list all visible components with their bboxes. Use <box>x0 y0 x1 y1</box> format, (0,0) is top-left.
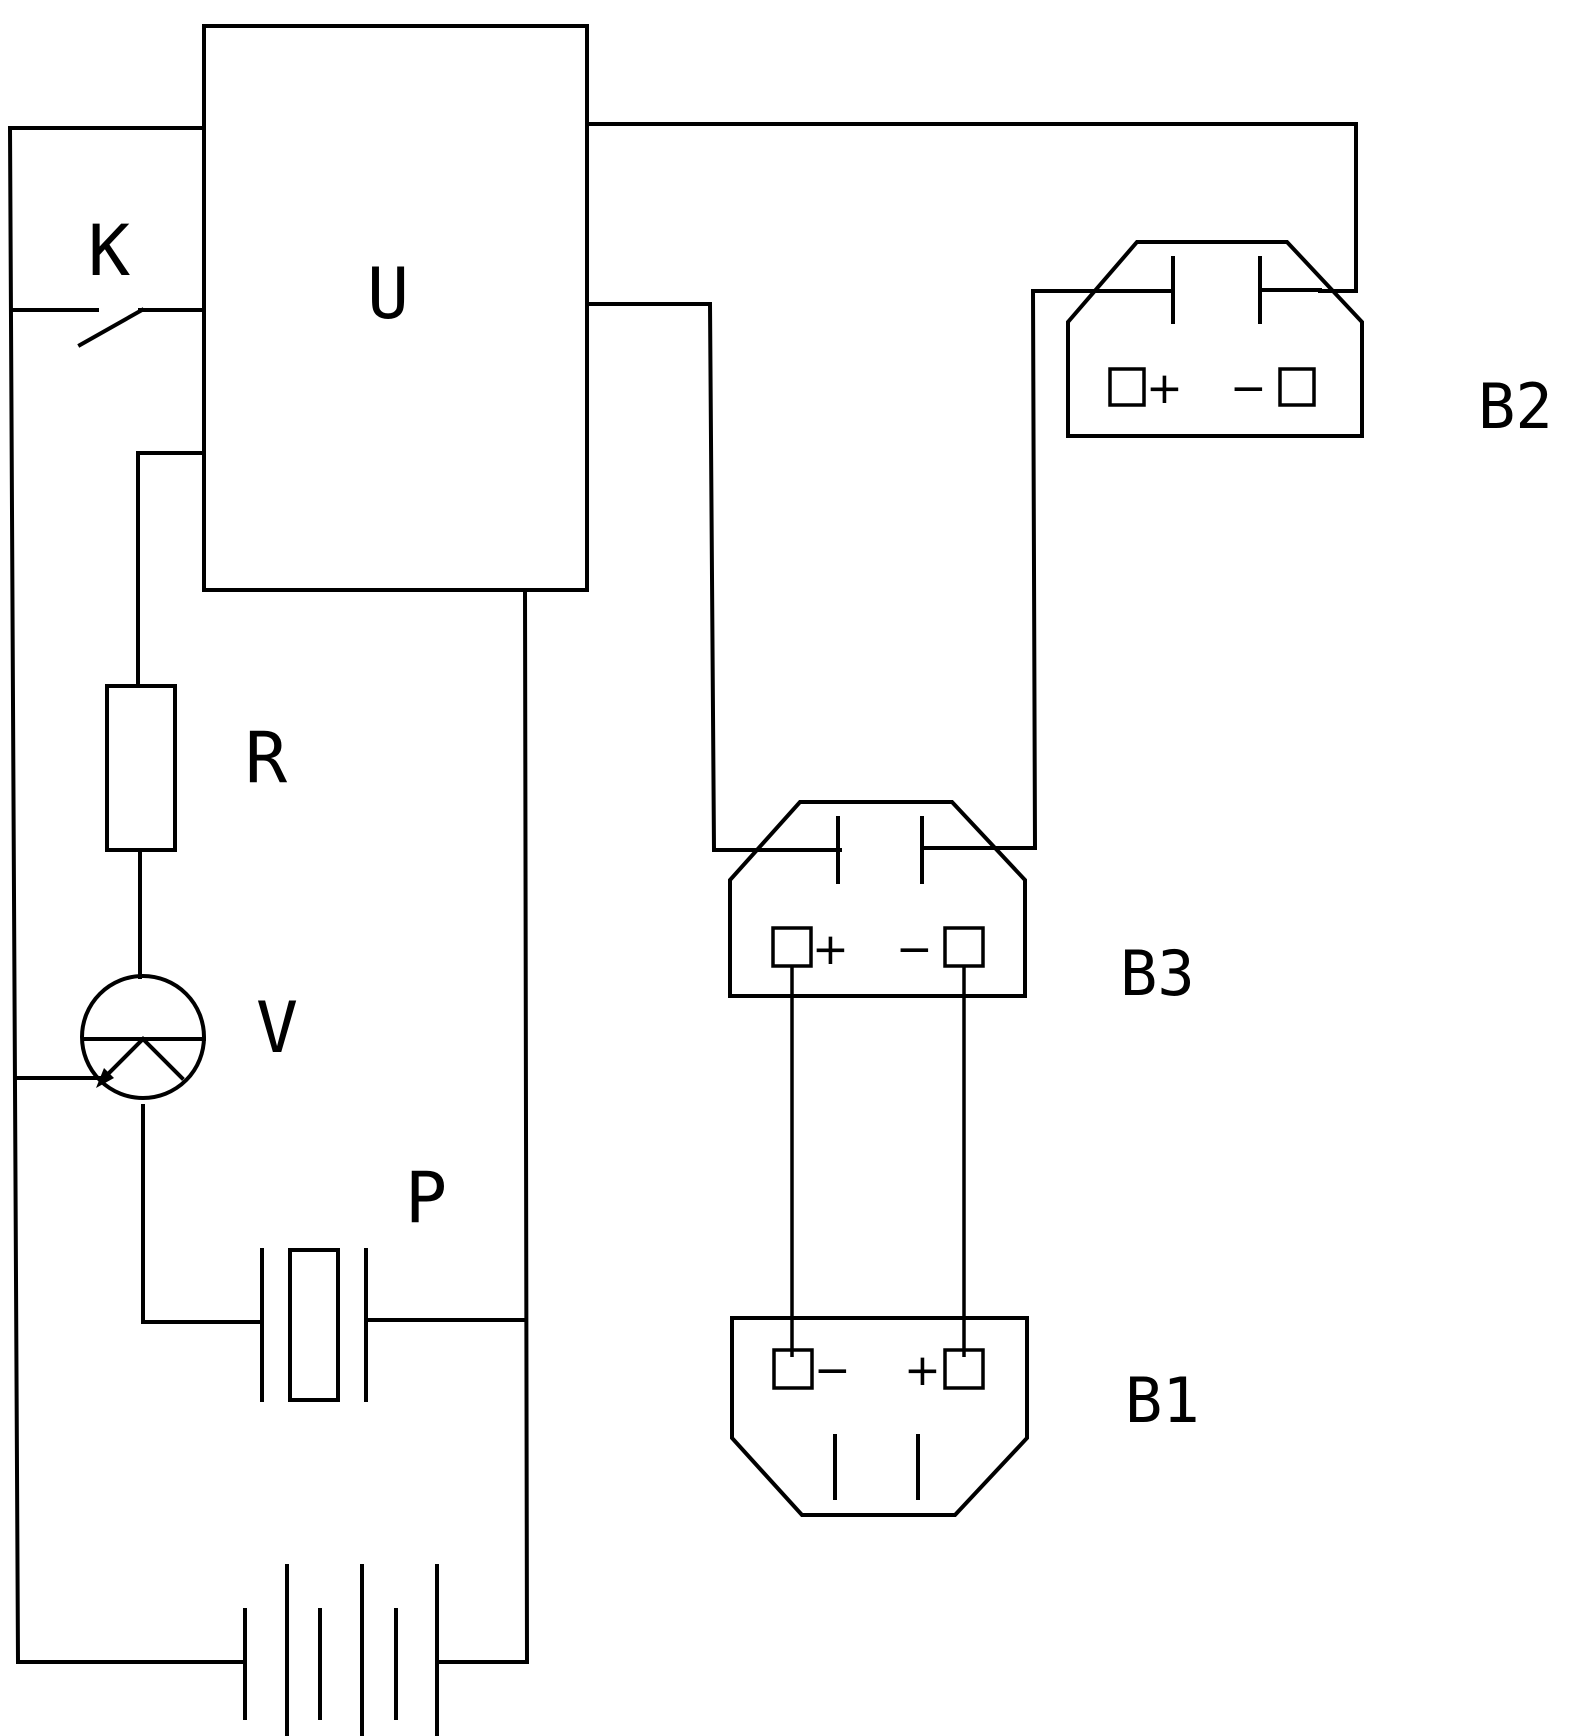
connector-b2: + − B2 <box>1068 242 1553 443</box>
u-to-b3-wire <box>587 304 840 850</box>
b2-terminal-plus <box>1110 369 1144 405</box>
piezo-label: P <box>405 1157 447 1239</box>
switch-k: K <box>80 210 142 345</box>
transistor-collector <box>143 1039 182 1078</box>
u-to-resistor-wire <box>138 453 204 686</box>
transistor-emitter <box>104 1039 143 1078</box>
b2-label: B2 <box>1478 370 1553 443</box>
b2-terminal-minus <box>1280 369 1314 405</box>
b3-label: B3 <box>1120 937 1195 1010</box>
b3-to-b2-wire <box>922 291 1173 848</box>
left-rail-wire <box>10 128 245 1662</box>
b1-plus-sign: + <box>904 1345 941 1396</box>
right-rail-wire <box>437 590 527 1662</box>
b1-label: B1 <box>1125 1364 1200 1437</box>
u-to-b2-wire <box>587 124 1356 291</box>
b3-minus-sign: − <box>896 924 933 975</box>
transistor-label: V <box>256 987 298 1069</box>
b2-minus-sign: − <box>1230 363 1267 414</box>
b3-plus-sign: + <box>812 924 849 975</box>
right-wiring <box>587 124 1356 1357</box>
connector-b1: − + B1 <box>732 1318 1200 1515</box>
switch-label: K <box>88 210 130 292</box>
controller-label: U <box>367 253 409 335</box>
piezo-crystal <box>290 1250 338 1400</box>
b2-housing <box>1068 242 1362 436</box>
b1-minus-sign: − <box>814 1345 851 1396</box>
battery <box>245 1566 437 1736</box>
resistor-label: R <box>245 717 288 799</box>
b1-housing <box>732 1318 1027 1515</box>
transistor-to-piezo-wire <box>143 1106 262 1322</box>
left-rail-wiring <box>10 128 527 1662</box>
b3-terminal-plus <box>773 928 811 966</box>
b3-terminal-minus <box>945 928 983 966</box>
resistor-body <box>107 686 175 850</box>
piezo-p: P <box>262 1157 447 1400</box>
resistor-r: R <box>107 686 288 850</box>
transistor-v: V <box>82 976 298 1098</box>
switch-blade <box>80 310 142 345</box>
b2-plus-sign: + <box>1146 363 1183 414</box>
controller-u: U <box>204 26 587 590</box>
